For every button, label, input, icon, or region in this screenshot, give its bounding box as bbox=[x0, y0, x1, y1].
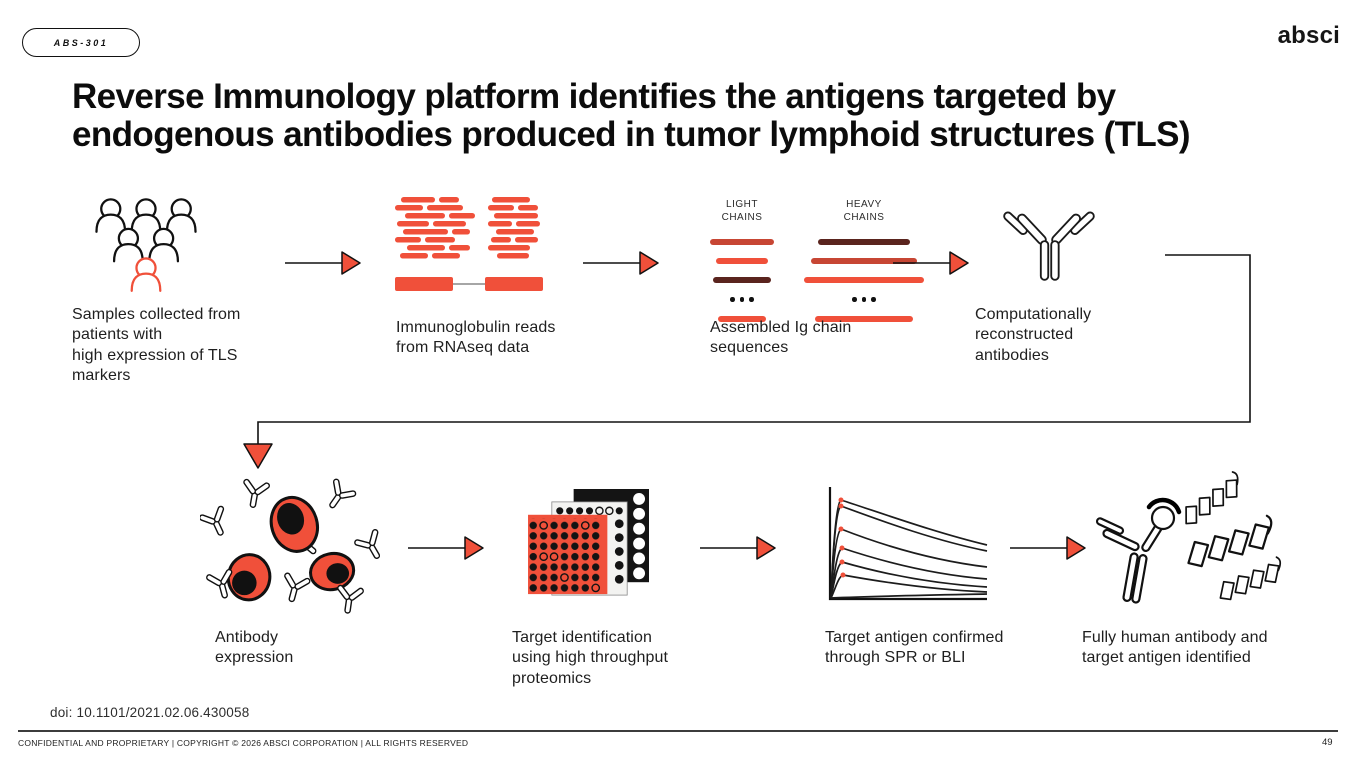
slide-title-line2: endogenous antibodies produced in tumor … bbox=[72, 115, 1191, 154]
ig-chains-icon: LIGHT CHAINS HEAVY CHAINS bbox=[710, 199, 924, 329]
chain-bar bbox=[710, 238, 774, 245]
caption-chains: Assembled Ig chain sequences bbox=[710, 319, 852, 357]
heavy-chains-label: HEAVY CHAINS bbox=[843, 199, 885, 223]
chain-bar bbox=[716, 257, 768, 264]
flow-arrow-icon bbox=[285, 251, 361, 275]
program-badge: ABS-301 bbox=[22, 28, 140, 57]
page-number: 49 bbox=[1322, 737, 1333, 748]
caption-samples: Samples collected from patients with hig… bbox=[72, 306, 241, 384]
doi-reference: doi: 10.1101/2021.02.06.430058 bbox=[50, 705, 250, 720]
light-chains-column: LIGHT CHAINS bbox=[710, 199, 774, 329]
footer-divider bbox=[18, 730, 1338, 732]
flow-arrow-icon bbox=[700, 536, 776, 560]
absci-logo: absci bbox=[1277, 22, 1340, 49]
antibody-antigen-icon bbox=[1095, 470, 1288, 604]
caption-reads: Immunoglobulin reads from RNAseq data bbox=[396, 319, 556, 357]
heavy-chains-column: HEAVY CHAINS bbox=[804, 199, 924, 329]
ellipsis-dots-icon bbox=[730, 297, 754, 302]
elbow-connector bbox=[243, 254, 1251, 469]
rnaseq-reads-icon bbox=[395, 197, 543, 291]
slide-title-line1: Reverse Immunology platform identifies t… bbox=[72, 77, 1116, 116]
caption-identified: Fully human antibody and target antigen … bbox=[1082, 629, 1268, 667]
microplates-icon bbox=[528, 489, 649, 596]
chain-bar bbox=[811, 257, 917, 264]
caption-expression: Antibody expression bbox=[215, 629, 294, 667]
flow-arrow-icon bbox=[1010, 536, 1086, 560]
slide-title: Reverse Immunology platform identifies t… bbox=[72, 78, 1342, 154]
ellipsis-dots-icon bbox=[852, 297, 876, 302]
chain-bar bbox=[815, 316, 913, 322]
caption-proteomics: Target identification using high through… bbox=[512, 629, 668, 687]
chain-bar bbox=[713, 276, 771, 283]
chain-bar bbox=[718, 316, 766, 322]
caption-spr: Target antigen confirmed through SPR or … bbox=[825, 629, 1004, 667]
chain-bar bbox=[804, 276, 924, 283]
antibody-outline-icon bbox=[1003, 211, 1095, 281]
chain-bar bbox=[818, 238, 910, 245]
flow-arrow-icon bbox=[583, 251, 659, 275]
program-badge-label: ABS-301 bbox=[53, 37, 109, 48]
people-group-icon bbox=[95, 198, 197, 292]
cells-antibodies-icon bbox=[200, 477, 391, 616]
flow-arrow-icon bbox=[408, 536, 484, 560]
footer-legal-text: CONFIDENTIAL AND PROPRIETARY | COPYRIGHT… bbox=[18, 738, 469, 748]
flow-arrow-icon bbox=[893, 251, 969, 275]
caption-reconstructed: Computationally reconstructed antibodies bbox=[975, 306, 1092, 364]
light-chains-label: LIGHT CHAINS bbox=[721, 199, 763, 223]
spr-curves-icon bbox=[828, 487, 988, 601]
